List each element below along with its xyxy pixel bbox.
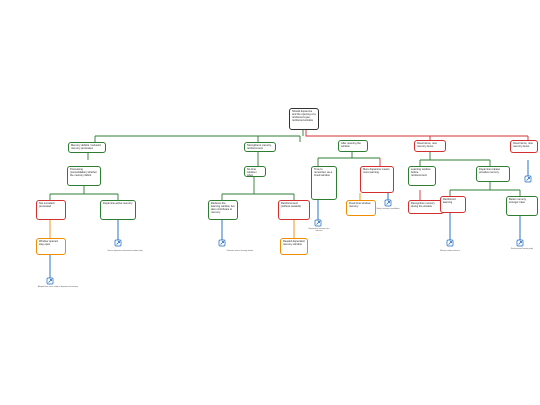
node-novel-items[interactable]: Novel items, new memory items: [414, 140, 446, 152]
node-more-dopamine[interactable]: More dopamine means more learning: [360, 166, 394, 193]
node-dopamine-release[interactable]: Dopamine release provides memory: [476, 166, 510, 182]
node-reward-dep[interactable]: Reward dependent memory window: [280, 238, 308, 255]
link-icon[interactable]: [314, 219, 322, 227]
node-learning-window[interactable]: Learning window before reinforcement: [408, 166, 436, 186]
link-icon[interactable]: [524, 175, 532, 183]
link-icon[interactable]: [46, 277, 54, 285]
connector-right: [419, 152, 521, 196]
node-reduces-learning[interactable]: Reduces the learning window, but also co…: [208, 200, 238, 220]
connector-lines: [49, 130, 529, 278]
reference-caption: Reinforcement learning study: [511, 248, 533, 250]
node-reinforcement[interactable]: Reinforcement (without rewards): [278, 200, 310, 220]
connector-right-ref: [449, 213, 521, 240]
link-icon[interactable]: [384, 199, 392, 207]
reference-caption: Reference note on learning window: [226, 250, 254, 252]
node-dopamine-active[interactable]: Dopamine active memory: [100, 200, 136, 220]
link-icon[interactable]: [446, 239, 454, 247]
node-memory-deficit[interactable]: Memory deficits / reduced memory process…: [68, 142, 106, 153]
reference-caption: Experimental memory trace reference: [308, 228, 330, 233]
node-after-opening[interactable]: After opening the window: [338, 140, 368, 152]
node-processing[interactable]: Processing (consolidation) whether the m…: [67, 166, 101, 186]
connector-rm: [317, 152, 380, 166]
node-better-memory[interactable]: Better memory, stronger trace: [506, 196, 538, 216]
link-icons: [46, 175, 532, 285]
reference-caption: Memory window reference: [440, 250, 460, 252]
node-far-right[interactable]: Novel items, new memory items: [510, 140, 538, 153]
node-fixed-window[interactable]: Fixed time window, memory: [346, 200, 376, 216]
node-recognition[interactable]: Recognition memory during the window: [408, 200, 444, 214]
connector-left: [49, 152, 119, 200]
reference-caption: Source: dopamine reinforcement window st…: [107, 250, 143, 252]
connector-root: [94, 130, 304, 142]
reference-caption: Study of memory consolidation: [376, 208, 400, 210]
link-icon[interactable]: [218, 239, 226, 247]
reference-caption: Adapted from source study on dopamine an…: [37, 286, 79, 288]
connector-rm-ref: [317, 193, 389, 220]
connector-middle: [221, 152, 295, 200]
node-reinforced-learning[interactable]: Reinforced learning: [440, 196, 466, 213]
node-not-encoded[interactable]: Not encoded / processed: [36, 200, 66, 220]
node-no-time-window[interactable]: No time window / when opening: [244, 166, 266, 177]
node-strengthens[interactable]: Strengthens memory, reinforcement: [244, 142, 276, 152]
root-node[interactable]: Should dopamine and the opening of a rei…: [289, 108, 319, 130]
node-window-open[interactable]: Window opened, stay open: [36, 238, 66, 255]
link-icon[interactable]: [516, 239, 524, 247]
node-time-remember[interactable]: Time to remember, as a timed window: [311, 166, 337, 200]
link-icon[interactable]: [114, 239, 122, 247]
